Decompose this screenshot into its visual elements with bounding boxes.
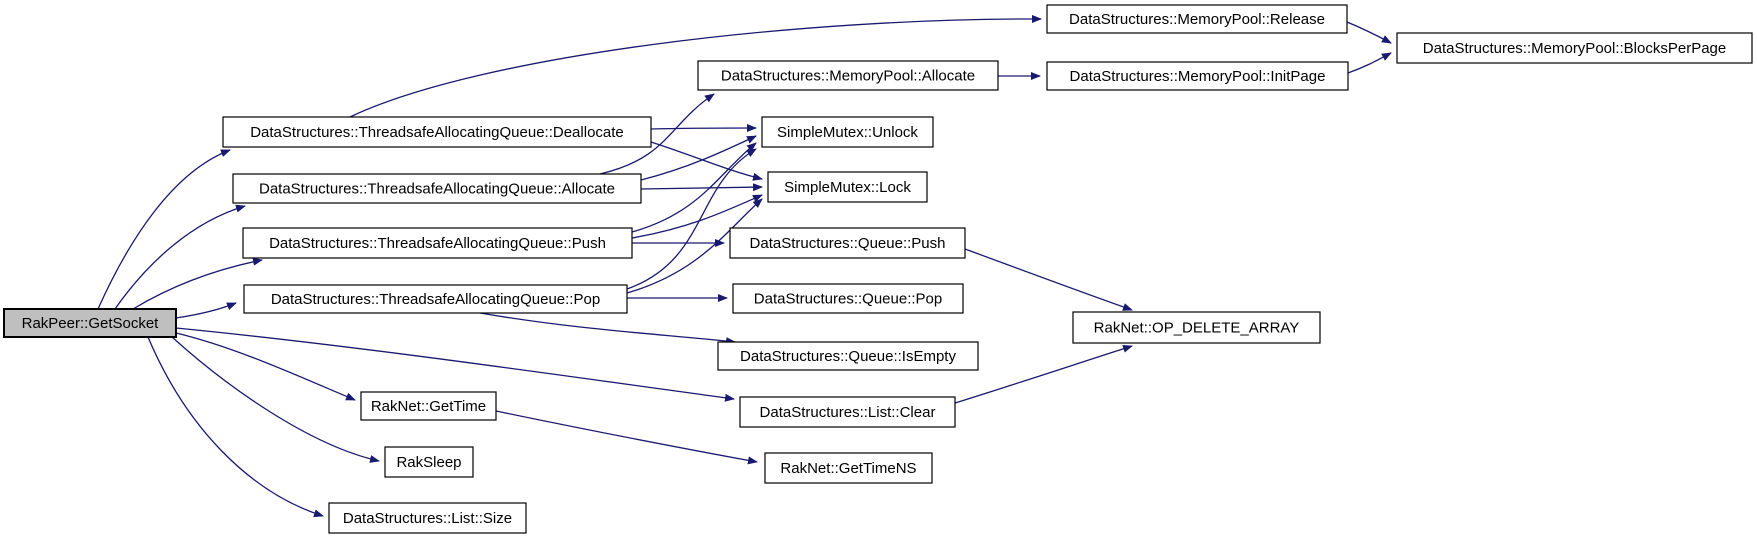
node-box-list_clear[interactable] bbox=[739, 396, 956, 428]
edge-getsocket-to-tsaq_alloc bbox=[114, 204, 246, 310]
node-box-tsaq_alloc[interactable] bbox=[232, 173, 642, 204]
edge-getsocket-to-gettime bbox=[175, 332, 356, 401]
node-box-mp_release[interactable] bbox=[1046, 4, 1348, 34]
edge-getsocket-to-raksleep bbox=[171, 336, 380, 463]
node-label-op_delete_array: RakNet::OP_DELETE_ARRAY bbox=[1094, 320, 1300, 337]
node-label-mp_bpp: DataStructures::MemoryPool::BlocksPerPag… bbox=[1423, 40, 1726, 57]
node-box-gettimens[interactable] bbox=[764, 452, 933, 484]
node-label-tsaq_pop: DataStructures::ThreadsafeAllocatingQueu… bbox=[271, 291, 600, 308]
edge-tsaq_alloc-to-mutex_lock bbox=[640, 183, 763, 192]
node-gettime[interactable]: RakNet::GetTime bbox=[360, 391, 497, 421]
node-raksleep[interactable]: RakSleep bbox=[384, 446, 474, 478]
edge-tsaq_pop-to-mutex_lock bbox=[626, 198, 763, 294]
node-label-tsaq_push: DataStructures::ThreadsafeAllocatingQueu… bbox=[269, 235, 606, 252]
node-mp_alloc[interactable]: DataStructures::MemoryPool::Allocate bbox=[697, 60, 999, 91]
edge-getsocket-to-tsaq_push bbox=[132, 257, 263, 310]
node-tsaq_pop[interactable]: DataStructures::ThreadsafeAllocatingQueu… bbox=[243, 284, 628, 314]
edge-getsocket-to-list_size bbox=[147, 336, 324, 518]
edge-q_push-to-op_delete_array bbox=[964, 248, 1133, 311]
node-mp_release[interactable]: DataStructures::MemoryPool::Release bbox=[1046, 4, 1348, 34]
edge-tsaq_dealloc-to-mutex_unlock bbox=[650, 124, 757, 133]
node-box-q_push[interactable] bbox=[729, 227, 966, 259]
node-box-mutex_lock[interactable] bbox=[767, 171, 928, 203]
node-box-gettime[interactable] bbox=[360, 391, 497, 421]
edge-getsocket-to-tsaq_pop bbox=[175, 302, 237, 319]
node-box-op_delete_array[interactable] bbox=[1072, 311, 1321, 344]
node-label-getsocket: RakPeer::GetSocket bbox=[22, 315, 160, 332]
edge-tsaq_dealloc-to-mutex_lock bbox=[650, 141, 763, 181]
node-gettimens[interactable]: RakNet::GetTimeNS bbox=[764, 452, 933, 484]
node-list_clear[interactable]: DataStructures::List::Clear bbox=[739, 396, 956, 428]
node-label-tsaq_alloc: DataStructures::ThreadsafeAllocatingQueu… bbox=[259, 181, 615, 198]
node-mutex_unlock[interactable]: SimpleMutex::Unlock bbox=[761, 116, 934, 148]
node-label-mp_initpage: DataStructures::MemoryPool::InitPage bbox=[1070, 68, 1326, 85]
edge-tsaq_push-to-mutex_unlock bbox=[631, 142, 757, 233]
node-q_pop[interactable]: DataStructures::Queue::Pop bbox=[732, 283, 964, 314]
edge-gettime-to-gettimens bbox=[495, 410, 758, 465]
node-box-tsaq_push[interactable] bbox=[242, 227, 633, 259]
node-label-mp_alloc: DataStructures::MemoryPool::Allocate bbox=[721, 68, 975, 85]
edge-list_clear-to-op_delete_array bbox=[954, 344, 1133, 404]
node-box-tsaq_pop[interactable] bbox=[243, 284, 628, 314]
node-label-gettimens: RakNet::GetTimeNS bbox=[780, 460, 916, 477]
edge-tsaq_pop-to-q_isempty bbox=[479, 312, 736, 346]
node-mp_bpp[interactable]: DataStructures::MemoryPool::BlocksPerPag… bbox=[1396, 32, 1753, 64]
node-box-mp_initpage[interactable] bbox=[1046, 61, 1349, 91]
edges-layer bbox=[97, 14, 1392, 518]
node-label-mp_release: DataStructures::MemoryPool::Release bbox=[1069, 11, 1325, 28]
edge-getsocket-to-tsaq_dealloc bbox=[97, 149, 231, 310]
edge-tsaq_alloc-to-mutex_unlock bbox=[640, 135, 757, 181]
node-box-list_size[interactable] bbox=[328, 502, 527, 534]
node-label-mutex_lock: SimpleMutex::Lock bbox=[784, 179, 911, 196]
node-q_isempty[interactable]: DataStructures::Queue::IsEmpty bbox=[717, 341, 979, 371]
node-mutex_lock[interactable]: SimpleMutex::Lock bbox=[767, 171, 928, 203]
edge-tsaq_alloc-to-mp_alloc bbox=[599, 93, 715, 175]
node-box-mutex_unlock[interactable] bbox=[761, 116, 934, 148]
node-label-raksleep: RakSleep bbox=[396, 454, 461, 471]
node-box-mp_alloc[interactable] bbox=[697, 60, 999, 91]
edge-tsaq_dealloc-to-mp_release bbox=[349, 14, 1042, 118]
node-op_delete_array[interactable]: RakNet::OP_DELETE_ARRAY bbox=[1072, 311, 1321, 344]
edge-tsaq_push-to-mutex_lock bbox=[631, 194, 763, 239]
node-q_push[interactable]: DataStructures::Queue::Push bbox=[729, 227, 966, 259]
node-box-q_isempty[interactable] bbox=[717, 341, 979, 371]
node-getsocket: RakPeer::GetSocket bbox=[3, 308, 177, 338]
node-box-getsocket bbox=[3, 308, 177, 338]
node-label-gettime: RakNet::GetTime bbox=[371, 398, 486, 415]
nodes-layer: RakPeer::GetSocket DataStructures::Thread… bbox=[3, 4, 1753, 534]
node-tsaq_dealloc[interactable]: DataStructures::ThreadsafeAllocatingQueu… bbox=[222, 116, 652, 148]
node-label-mutex_unlock: SimpleMutex::Unlock bbox=[777, 124, 918, 141]
node-box-q_pop[interactable] bbox=[732, 283, 964, 314]
node-box-mp_bpp[interactable] bbox=[1396, 32, 1753, 64]
node-label-list_clear: DataStructures::List::Clear bbox=[760, 404, 936, 421]
node-tsaq_push[interactable]: DataStructures::ThreadsafeAllocatingQueu… bbox=[242, 227, 633, 259]
node-label-q_push: DataStructures::Queue::Push bbox=[750, 235, 946, 252]
node-label-q_isempty: DataStructures::Queue::IsEmpty bbox=[740, 348, 956, 365]
edge-mp_release-to-mp_bpp bbox=[1346, 21, 1392, 44]
node-label-list_size: DataStructures::List::Size bbox=[343, 510, 512, 527]
node-box-tsaq_dealloc[interactable] bbox=[222, 116, 652, 148]
node-mp_initpage[interactable]: DataStructures::MemoryPool::InitPage bbox=[1046, 61, 1349, 91]
node-tsaq_alloc[interactable]: DataStructures::ThreadsafeAllocatingQueu… bbox=[232, 173, 642, 204]
edge-mp_initpage-to-mp_bpp bbox=[1347, 52, 1392, 74]
edge-tsaq_pop-to-mutex_unlock bbox=[626, 148, 757, 290]
node-label-tsaq_dealloc: DataStructures::ThreadsafeAllocatingQueu… bbox=[250, 124, 624, 141]
node-box-raksleep[interactable] bbox=[384, 446, 474, 478]
node-label-q_pop: DataStructures::Queue::Pop bbox=[754, 291, 942, 308]
edge-getsocket-to-list_clear bbox=[175, 327, 735, 402]
node-list_size[interactable]: DataStructures::List::Size bbox=[328, 502, 527, 534]
